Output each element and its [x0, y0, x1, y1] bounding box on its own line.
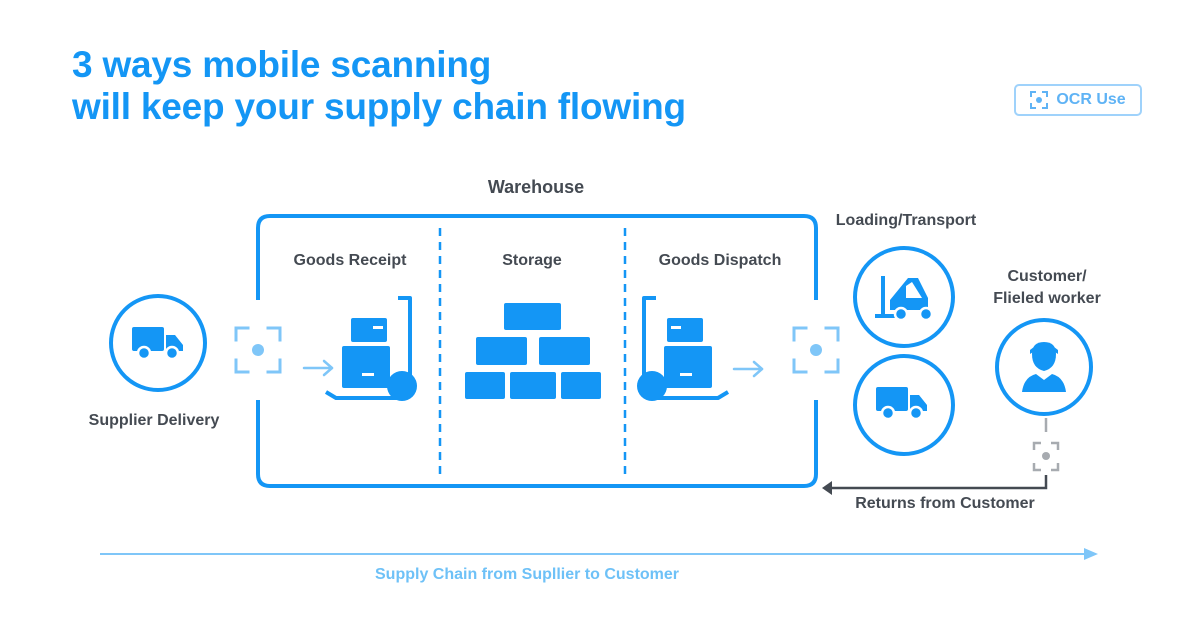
- customer-node: [995, 318, 1093, 416]
- customer-label-line-1: Customer/: [1007, 268, 1087, 285]
- warehouse-frame: [256, 214, 818, 488]
- returns-arrow: [830, 475, 1048, 490]
- arrow-out-of-dispatch: [732, 360, 764, 378]
- ocr-use-label: OCR Use: [1056, 91, 1126, 108]
- supply-chain-label: Supply Chain from Supllier to Customer: [375, 566, 680, 583]
- stage-label-storage: Storage: [502, 252, 562, 269]
- person-icon: [1022, 342, 1066, 392]
- scan-frame-icon: [1030, 91, 1049, 109]
- forklift-icon: [875, 276, 934, 322]
- delivery-truck-icon: [130, 325, 185, 361]
- hand-truck-boxes-icon: [635, 296, 730, 403]
- stage-label-goods-dispatch: Goods Dispatch: [658, 252, 782, 269]
- scan-point-dispatch: [792, 326, 840, 374]
- title-line-1: 3 ways mobile scanning: [72, 44, 492, 85]
- loading-transport-label: Loading/Transport: [835, 212, 977, 229]
- customer-label: Customer/ Flieled worker: [980, 266, 1114, 310]
- customer-label-line-2: Flieled worker: [993, 290, 1101, 307]
- title-line-2: will keep your supply chain flowing: [72, 86, 686, 127]
- warehouse-label: Warehouse: [487, 177, 585, 197]
- hand-truck-boxes-icon: [324, 296, 419, 403]
- returns-label: Returns from Customer: [855, 495, 1035, 512]
- supply-chain-arrow: [100, 548, 1098, 560]
- delivery-truck-icon: [874, 385, 929, 421]
- scan-point-receipt: [234, 326, 282, 374]
- supplier-delivery-label: Supplier Delivery: [88, 412, 220, 429]
- forklift-node: [853, 246, 955, 348]
- arrow-into-receipt: [302, 359, 334, 377]
- stage-label-goods-receipt: Goods Receipt: [293, 252, 407, 269]
- ocr-use-badge: OCR Use: [1014, 84, 1142, 116]
- transport-truck-node: [853, 354, 955, 456]
- stacked-boxes-icon: [465, 303, 601, 399]
- scan-point-returns: [822, 418, 1060, 495]
- page-title: 3 ways mobile scanning will keep your su…: [72, 44, 686, 128]
- supplier-truck-node: [109, 294, 207, 392]
